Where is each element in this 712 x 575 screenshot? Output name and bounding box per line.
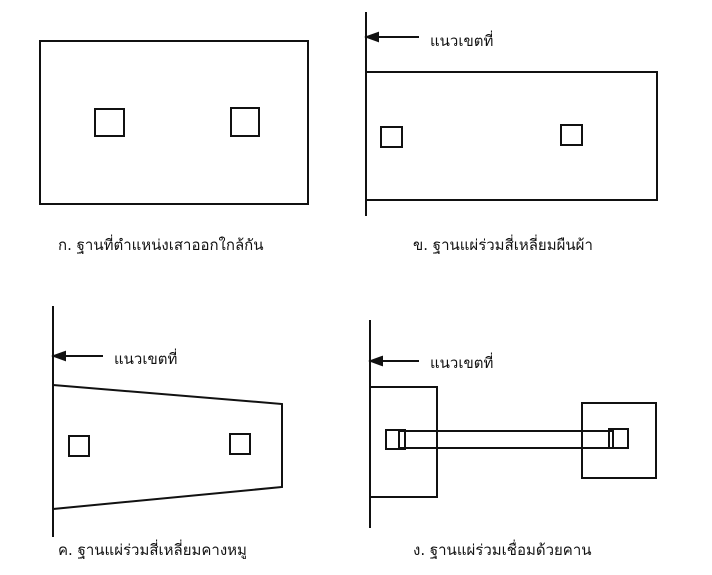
caption-c: ค. ฐานแผ่ร่วมสี่เหลี่ยมคางหมู <box>58 541 247 559</box>
diagram-d <box>369 320 657 528</box>
caption-d: ง. ฐานแผ่ร่วมเชื่อมด้วยคาน <box>413 541 592 559</box>
footing-d-left <box>369 386 438 498</box>
diagram-a <box>39 40 309 205</box>
footing-b-outline <box>365 71 658 201</box>
column-c-right <box>229 433 251 455</box>
column-c-left <box>68 435 90 457</box>
boundary-label-d: แนวเขตที่ <box>430 354 494 372</box>
arrowhead-b <box>364 31 379 43</box>
caption-a: ก. ฐานที่ตำแหน่งเสาออกใกล้กัน <box>58 236 264 254</box>
boundary-label-c: แนวเขตที่ <box>114 350 178 368</box>
strap-beam <box>398 430 614 449</box>
footing-d-right <box>581 402 657 479</box>
column-d-left <box>385 429 406 450</box>
footing-c-outline <box>52 383 283 511</box>
footing-a-outline <box>39 40 309 205</box>
diagram-c <box>52 306 283 537</box>
column-d-right <box>608 428 629 449</box>
boundary-label-b: แนวเขตที่ <box>430 32 494 50</box>
column-a-left <box>94 108 125 137</box>
caption-b: ข. ฐานแผ่ร่วมสี่เหลี่ยมผืนผ้า <box>413 236 593 254</box>
arrowhead-d <box>368 355 383 367</box>
column-b-right <box>560 124 583 146</box>
diagram-b <box>365 12 658 216</box>
arrowhead-c <box>51 350 66 362</box>
column-a-right <box>230 107 260 137</box>
column-b-left <box>380 126 403 148</box>
